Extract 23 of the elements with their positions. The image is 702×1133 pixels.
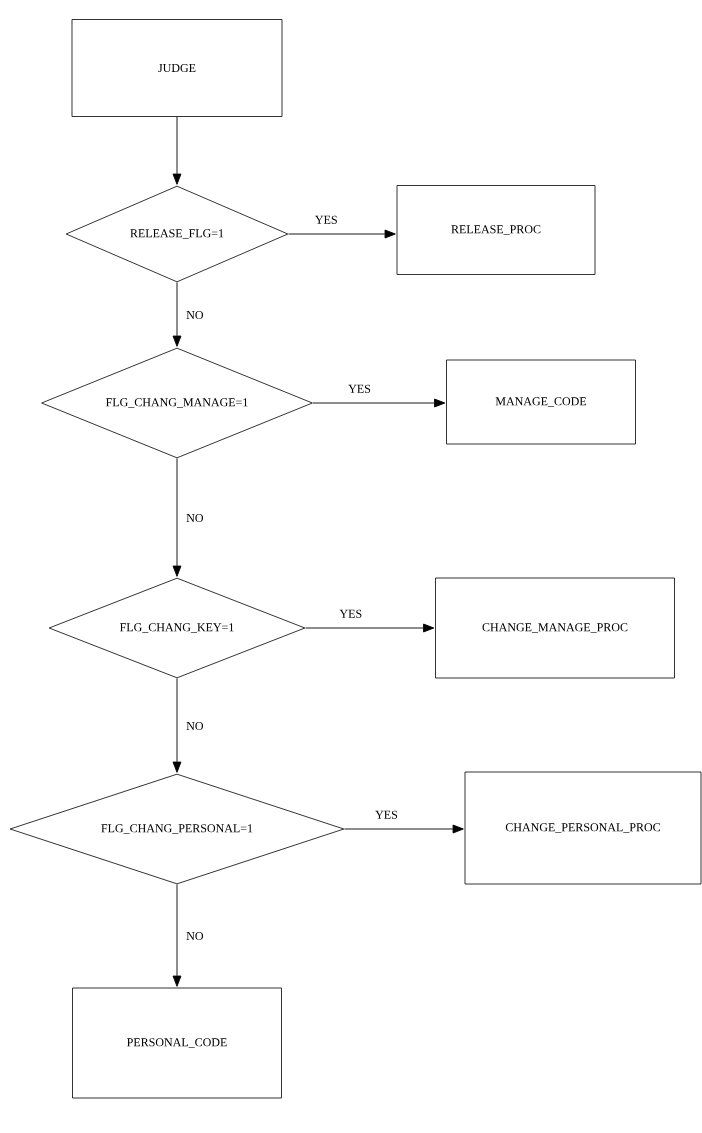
edge-label: YES bbox=[339, 609, 362, 618]
process-box: CHANGE_PERSONAL_PROC bbox=[464, 771, 702, 885]
arrow bbox=[343, 824, 464, 834]
edge-label: YES bbox=[348, 384, 371, 393]
edge-label: NO bbox=[186, 932, 204, 941]
arrow bbox=[287, 229, 396, 239]
edge-label: NO bbox=[186, 721, 204, 731]
process-box: MANAGE_CODE bbox=[446, 359, 636, 445]
process-box: CHANGE_MANAGE_PROC bbox=[435, 577, 675, 679]
arrow bbox=[172, 116, 182, 185]
arrow bbox=[172, 457, 182, 577]
arrow bbox=[172, 677, 182, 773]
edge-label: YES bbox=[315, 215, 337, 224]
arrow bbox=[304, 623, 435, 633]
arrow bbox=[172, 883, 182, 987]
process-box: PERSONAL_CODE bbox=[72, 987, 282, 1099]
arrow bbox=[312, 398, 446, 408]
process-box: JUDGE bbox=[71, 19, 283, 117]
edge-label: NO bbox=[186, 310, 204, 320]
edge-label: YES bbox=[375, 810, 398, 819]
edge-label: NO bbox=[186, 513, 204, 523]
process-box: RELEASE_PROC bbox=[396, 185, 596, 275]
arrow bbox=[172, 281, 182, 347]
